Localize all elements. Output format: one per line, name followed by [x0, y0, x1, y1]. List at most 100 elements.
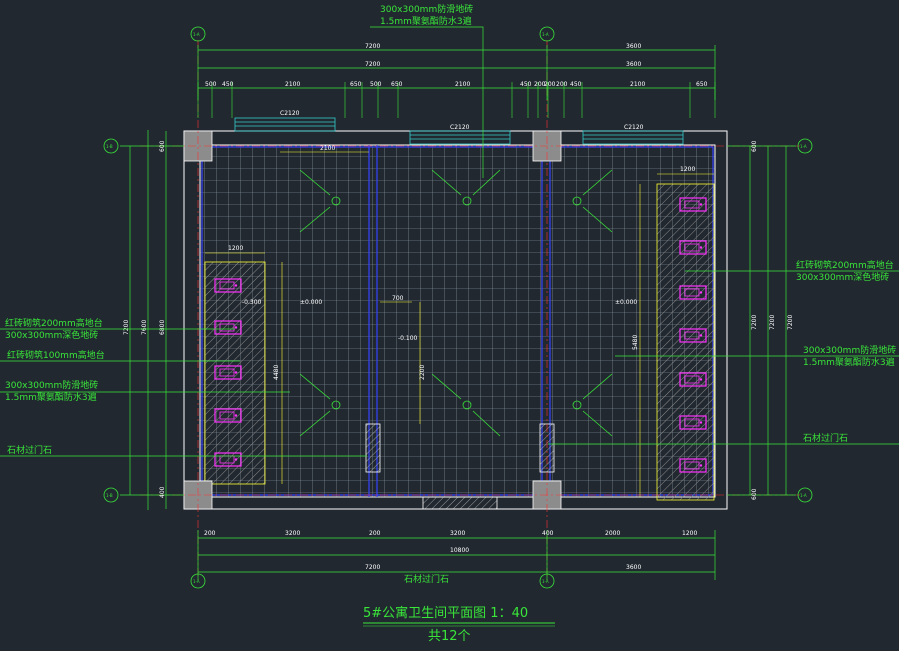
dim-top-segment: 450 [570, 81, 582, 88]
dim-bottom-segment: 2000 [605, 530, 620, 537]
note-top-line2: 1.5mm聚氨酯防水3遍 [380, 15, 472, 27]
dim-2200: 2200 [419, 365, 426, 380]
dim-left-outer: 7200 [123, 320, 130, 335]
squat-toilet [679, 285, 707, 300]
level-c: -0.100 [398, 335, 418, 342]
axis-bubble-7: 1-A [800, 144, 807, 149]
fixtures-left [214, 278, 242, 467]
axis-bubbles [103, 26, 813, 589]
squat-toilet [214, 365, 242, 380]
note-right-2a: 300x300mm防滑地砖 [803, 344, 896, 356]
dim-top-segment: 450 [222, 81, 234, 88]
note-right-3a: 石材过门石 [803, 432, 848, 444]
note-bottom: 石材过门石 [404, 573, 449, 585]
dim-bottom-segment: 200 [204, 530, 216, 537]
note-left-4a: 石材过门石 [7, 444, 52, 456]
dim-bottom-total: 10800 [450, 547, 469, 554]
dim-700: 700 [392, 295, 404, 302]
dim-top-segment: 650 [391, 81, 403, 88]
interior-dimensions [205, 151, 714, 497]
squat-toilet [214, 320, 242, 335]
dim-left-inner: 6800 [159, 320, 166, 335]
level-a: -0.300 [242, 299, 262, 306]
dim-left-top: 600 [159, 140, 166, 152]
squat-toilet [679, 328, 707, 343]
dim-right-b: 7200 [769, 315, 776, 330]
axis-bubble-8: 1-A [800, 493, 807, 498]
dim-bottom-segment: 3200 [450, 530, 465, 537]
dim-1200-right: 1200 [680, 166, 695, 173]
axis-bubble-4: 1-A [542, 579, 549, 584]
top-tick-marks [197, 82, 716, 118]
dim-bottom-segment: 200 [369, 530, 381, 537]
dim-top-segment: 2100 [455, 81, 470, 88]
note-left-1b: 300x300mm深色地砖 [5, 329, 98, 341]
dim-right-c: 7200 [787, 315, 794, 330]
axis-bubble-6: 1-B [106, 493, 113, 498]
squat-toilet [679, 458, 707, 473]
note-left-2a: 红砖砌筑100mm高地台 [7, 349, 105, 361]
drawing-subtitle: 共12个 [428, 629, 471, 644]
squat-toilet [679, 197, 707, 212]
dim-top-segment: 2100 [285, 81, 300, 88]
drawing-title: 5#公寓卫生间平面图 1：40 [363, 605, 528, 621]
note-left-1a: 红砖砌筑200mm高地台 [5, 317, 103, 329]
note-left-3b: 1.5mm聚氨酯防水3遍 [5, 391, 97, 403]
level-b: ±0.000 [300, 299, 322, 306]
window-label-3: C2120 [624, 124, 644, 131]
dim-5480: 5480 [632, 335, 639, 350]
bottom-segment-labels: 200 3200 200 3200 400 2000 1200 [204, 530, 697, 537]
dimension-lines [120, 45, 796, 580]
window-label-2: C2120 [450, 124, 470, 131]
dim-top-overall-right: 3600 [626, 43, 641, 50]
dim-top-overall-right-2: 3600 [626, 61, 641, 68]
dim-bottom-left: 7200 [365, 564, 380, 571]
dim-left-bottom: 400 [159, 486, 166, 498]
note-top-line1: 300x300mm防滑地砖 [380, 3, 473, 15]
dim-bottom-segment: 3200 [285, 530, 300, 537]
fixtures-right [679, 197, 707, 473]
axis-bubble-1: 1-A [193, 32, 200, 37]
dim-right-a: 7200 [751, 315, 758, 330]
dim-top-segment: 500 [370, 81, 382, 88]
dim-bottom-right: 3600 [626, 564, 641, 571]
dim-right-bottom: 600 [751, 488, 758, 500]
squat-toilet [679, 415, 707, 430]
axis-bubble-2: 1-A [542, 32, 549, 37]
dim-top-segment: 650 [350, 81, 362, 88]
dim-4480: 4480 [273, 365, 280, 380]
dim-right-top: 600 [751, 140, 758, 152]
dim-top-overall-left-2: 7200 [365, 61, 380, 68]
squat-toilet [679, 372, 707, 387]
axis-bubble-5: 1-B [106, 144, 113, 149]
threshold-stone-bottom [422, 496, 498, 510]
note-right-1a: 红砖砌筑200mm高地台 [796, 259, 894, 271]
dim-bottom-segment: 400 [542, 530, 554, 537]
dim-top-segment: 200 [534, 81, 546, 88]
squat-toilet [214, 278, 242, 293]
dim-top-segment: 2100 [630, 81, 645, 88]
axis-bubble-3: 1-A [193, 579, 200, 584]
note-left-3a: 300x300mm防滑地砖 [5, 379, 98, 391]
dim-top-overall-left: 7200 [365, 43, 380, 50]
dim-top-segment: 650 [696, 81, 708, 88]
window-label-1: C2120 [280, 110, 300, 117]
floor-tile-grid [200, 145, 715, 497]
note-right-2b: 1.5mm聚氨酯防水3遍 [803, 356, 895, 368]
dim-top-segment: 450 [520, 81, 532, 88]
squat-toilet [214, 408, 242, 423]
level-d: ±0.000 [615, 299, 637, 306]
dim-2100: 2100 [320, 145, 335, 152]
dim-top-segment: 200 [556, 81, 568, 88]
dim-1200-left: 1200 [228, 245, 243, 252]
windows [234, 117, 684, 145]
threshold-stone-left [365, 423, 381, 473]
leader-lines [0, 26, 899, 457]
floor-drains [299, 169, 613, 437]
axis-lines [140, 40, 800, 580]
dim-bottom-segment: 1200 [682, 530, 697, 537]
dim-top-segment: 200 [544, 81, 556, 88]
